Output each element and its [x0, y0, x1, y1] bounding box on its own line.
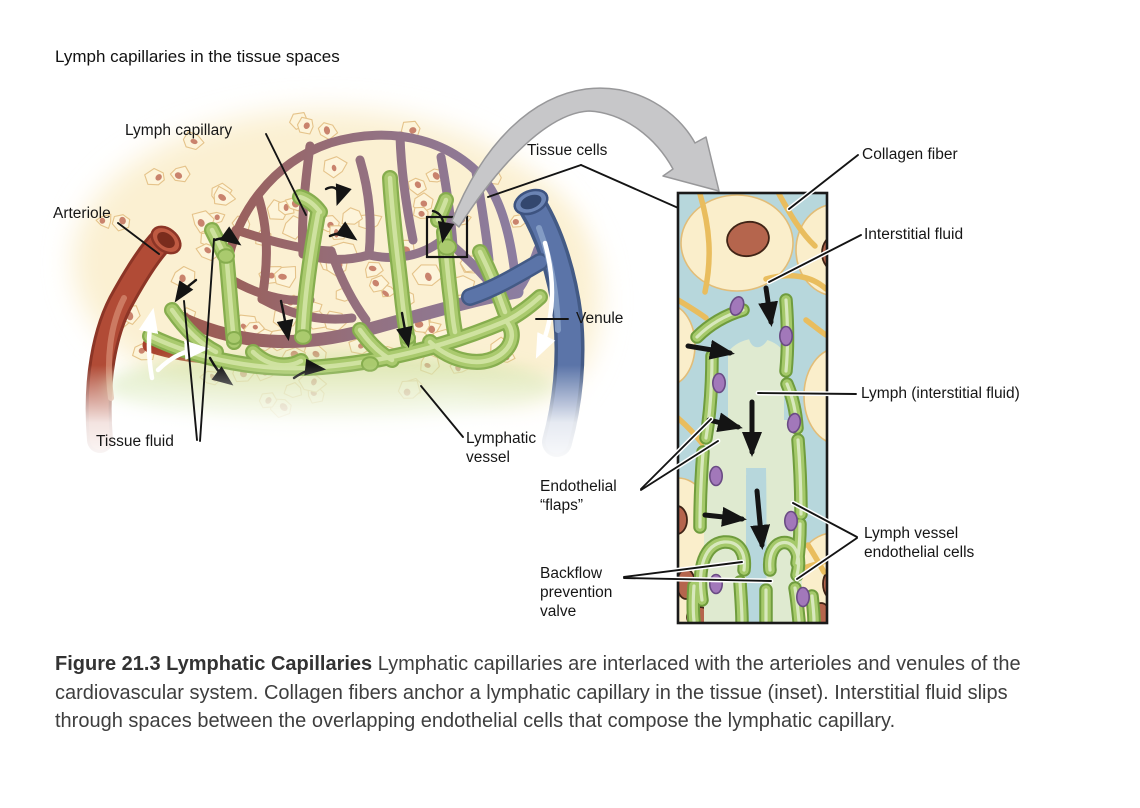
label-collagen-fiber: Collagen fiber: [862, 146, 958, 163]
figure-caption: Figure 21.3 Lymphatic Capillaries Lympha…: [55, 650, 1043, 736]
label-tissue-cells: Tissue cells: [527, 142, 608, 159]
magnify-arrow-icon: [451, 87, 720, 228]
label-lymphatic-vessel: Lymphatic vessel: [466, 430, 537, 466]
label-backflow-prevention-valve: Backflow prevention valve: [540, 565, 613, 620]
label-lymph-capillary: Lymph capillary: [125, 122, 233, 139]
inset-magnified-view: [676, 191, 829, 625]
label-lymph-interstitial-fluid: Lymph (interstitial fluid): [861, 385, 1020, 402]
inset-border: [676, 191, 829, 625]
label-arteriole: Arteriole: [53, 205, 111, 222]
inset-leader-lines: [623, 154, 862, 582]
label-lymph-vessel-endothelial-cells: Lymph vessel endothelial cells: [864, 525, 975, 561]
label-interstitial-fluid: Interstitial fluid: [864, 226, 964, 243]
label-venule: Venule: [576, 310, 624, 327]
figure-heading: Lymph capillaries in the tissue spaces: [55, 47, 340, 66]
bottom-fade: [55, 365, 600, 470]
magnified-region-box: [425, 215, 469, 259]
figure-caption-text: Lymphatic capillaries are interlaced wit…: [55, 653, 1021, 732]
figure-caption-title: Figure 21.3 Lymphatic Capillaries: [55, 653, 373, 675]
endothelial-cells: [686, 293, 821, 623]
label-tissue-fluid: Tissue fluid: [96, 433, 174, 450]
endothelial-nuclei: [708, 296, 810, 608]
lymph-flow-arrows: [685, 285, 778, 550]
label-endothelial-flaps: Endothelial “flaps”: [540, 478, 617, 514]
